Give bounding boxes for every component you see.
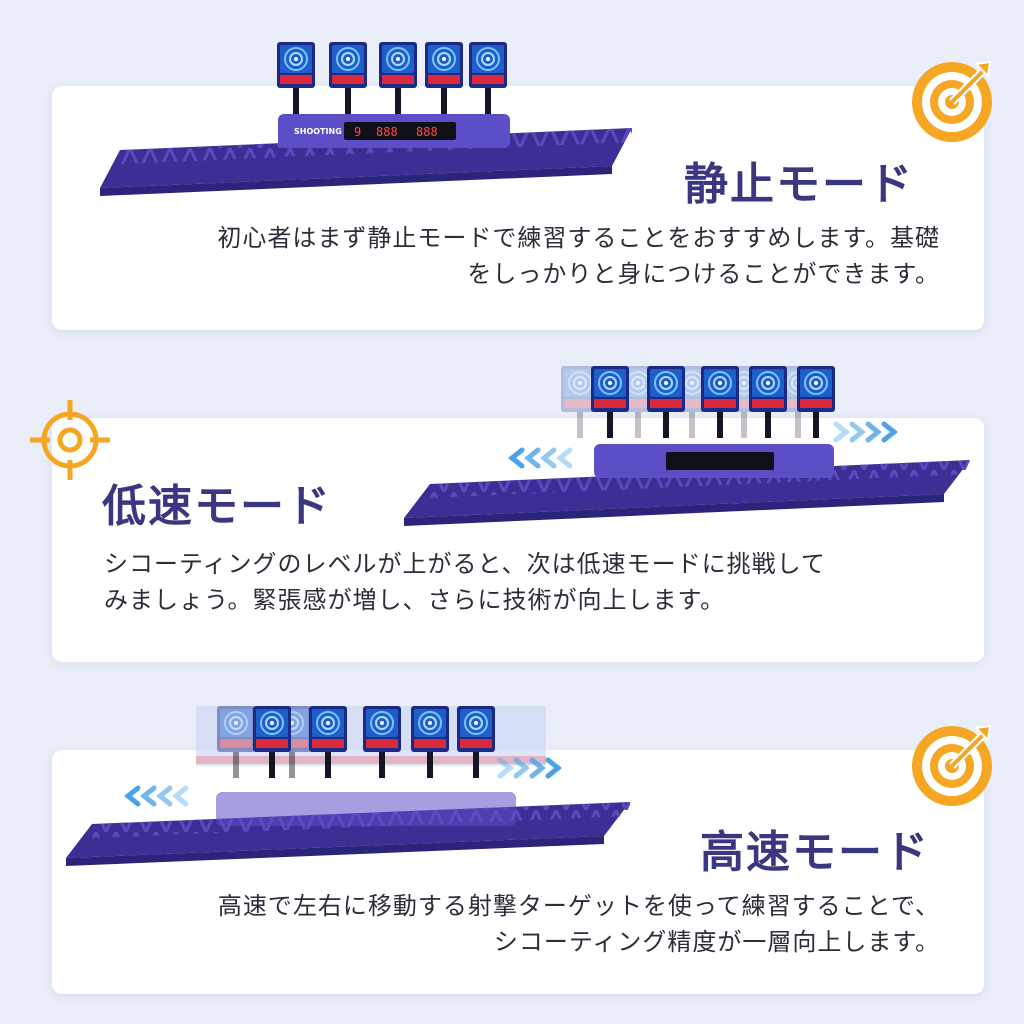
shooting-target-static-illustration: 9 888 888 SHOOTING bbox=[100, 41, 632, 196]
description-line: をしっかりと身につけることができます。 bbox=[467, 260, 940, 288]
target-panel bbox=[328, 41, 368, 115]
description-line: 初心者はまず静止モードで練習することをおすすめします。基礎 bbox=[217, 224, 940, 252]
description-line: 高速で左右に移動する射撃ターゲットを使って練習することで、 bbox=[217, 892, 940, 920]
target-panel bbox=[468, 41, 508, 115]
target-panel bbox=[748, 365, 788, 439]
brand-label: SHOOTING bbox=[294, 127, 342, 136]
mode-card-static: 静止モード 初心者はまず静止モードで練習することをおすすめします。基礎 をしっか… bbox=[52, 86, 984, 330]
target-panel bbox=[456, 705, 496, 779]
description-line: みましょう。緊張感が増し、さらに技術が向上します。 bbox=[104, 586, 726, 614]
shooting-target-slow-illustration bbox=[404, 365, 970, 526]
crosshair-icon bbox=[30, 400, 110, 480]
target-panel bbox=[308, 705, 348, 779]
score-display: 888 bbox=[376, 125, 398, 139]
mode-title: 静止モード bbox=[684, 159, 914, 210]
target-panel bbox=[796, 365, 836, 439]
mode-description: 高速で左右に移動する射撃ターゲットを使って練習することで、 シコーティング精度が… bbox=[218, 888, 940, 960]
mode-title: 高速モード bbox=[700, 827, 930, 878]
mode-title: 低速モード bbox=[102, 481, 332, 532]
shooting-target-fast-illustration bbox=[66, 705, 630, 866]
mode-card-slow: 低速モード シコーティングのレベルが上がると、次は低速モードに挑戦して みましょ… bbox=[52, 418, 984, 662]
target-panel bbox=[590, 365, 630, 439]
target-base: 9 888 888 SHOOTING bbox=[278, 114, 510, 148]
motion-arrows-right bbox=[836, 424, 894, 440]
target-panel bbox=[646, 365, 686, 439]
score-display: 888 bbox=[416, 125, 438, 139]
target-arrow-icon bbox=[910, 58, 1000, 148]
motion-arrows-left bbox=[512, 450, 570, 466]
target-arrow-icon bbox=[910, 722, 1000, 812]
mode-description: シコーティングのレベルが上がると、次は低速モードに挑戦して みましょう。緊張感が… bbox=[104, 546, 826, 618]
mode-description: 初心者はまず静止モードで練習することをおすすめします。基礎 をしっかりと身につけ… bbox=[217, 220, 940, 292]
target-panel bbox=[424, 41, 464, 115]
description-line: シコーティング精度が一層向上します。 bbox=[493, 928, 940, 956]
target-base bbox=[594, 444, 834, 478]
target-panel bbox=[276, 41, 316, 115]
target-panel bbox=[362, 705, 402, 779]
motion-arrows-left bbox=[128, 788, 186, 804]
mode-card-fast: 高速モード 高速で左右に移動する射撃ターゲットを使って練習することで、 シコーテ… bbox=[52, 750, 984, 994]
score-display: 9 bbox=[354, 125, 361, 139]
target-panel bbox=[700, 365, 740, 439]
target-panel bbox=[378, 41, 418, 115]
target-panel bbox=[410, 705, 450, 779]
target-panel bbox=[252, 705, 292, 779]
description-line: シコーティングのレベルが上がると、次は低速モードに挑戦して bbox=[104, 550, 826, 578]
